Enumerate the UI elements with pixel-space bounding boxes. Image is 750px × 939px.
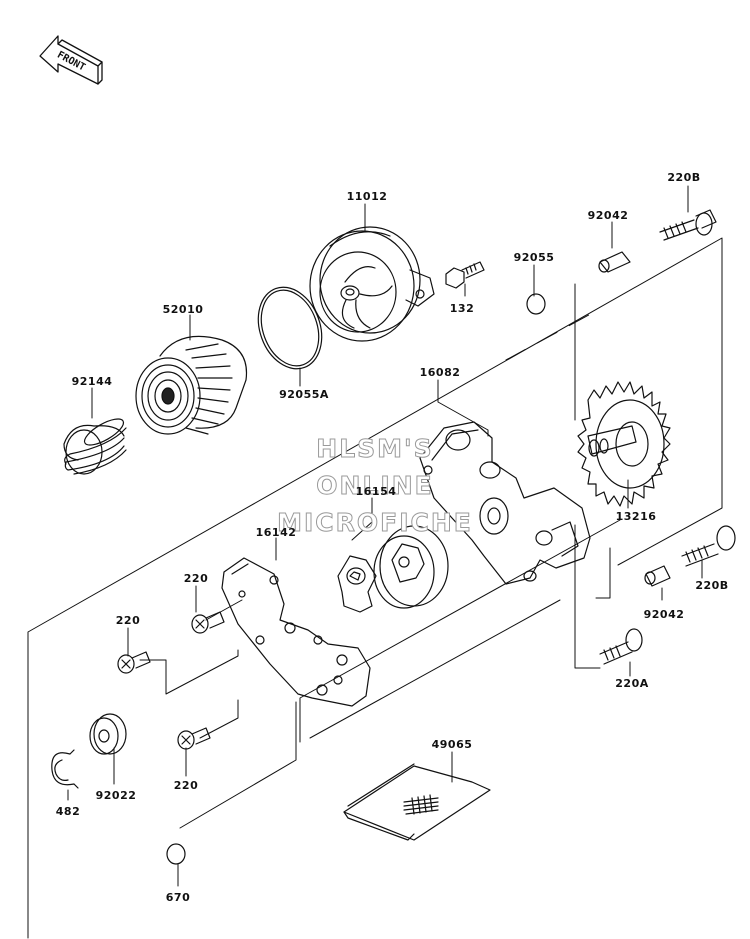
watermark-line-2: ONLINE: [316, 471, 434, 500]
part-label-670: 670: [165, 891, 191, 904]
part-label-220b-top: 220B: [667, 171, 701, 184]
part-label-92042-right: 92042: [643, 608, 685, 621]
screw-220-upper: [191, 611, 225, 634]
watermark-line-3: MICROFICHE: [277, 508, 473, 537]
bolt-220b-right: [681, 525, 736, 567]
pump-cover-11012: [309, 226, 435, 342]
part-label-132: 132: [449, 302, 475, 315]
part-label-92055: 92055: [513, 251, 555, 264]
part-label-220-middle: 220: [115, 614, 141, 627]
circlip-482: [51, 749, 79, 789]
screw-220-lower: [177, 727, 211, 750]
bolt-132: [445, 261, 485, 289]
screw-220-middle: [117, 651, 151, 674]
washer-92022: [89, 713, 127, 755]
part-label-16082: 16082: [419, 366, 461, 379]
part-label-92144: 92144: [71, 375, 113, 388]
watermark-line-1: HLSM'S: [316, 434, 434, 463]
part-label-92022: 92022: [95, 789, 137, 802]
part-label-220b-right: 220B: [695, 579, 729, 592]
gear-13216: [577, 381, 671, 507]
front-arrow-icon: [39, 35, 103, 85]
bolt-220a: [599, 628, 643, 665]
o-ring-670: [166, 843, 186, 865]
part-label-16142: 16142: [255, 526, 297, 539]
pump-body-16082: [419, 421, 591, 585]
part-label-52010: 52010: [162, 303, 204, 316]
dowel-pin-92042-top: [598, 251, 631, 273]
part-label-16154: 16154: [355, 485, 397, 498]
part-label-482: 482: [55, 805, 81, 818]
part-label-11012: 11012: [346, 190, 388, 203]
dowel-pin-92042-right: [644, 565, 671, 587]
outer-rotor-16154: [373, 525, 449, 609]
spring-92144: [63, 418, 127, 475]
oil-filter-52010: [135, 335, 248, 435]
part-label-92055a: 92055A: [279, 388, 329, 401]
part-label-220a: 220A: [615, 677, 649, 690]
assembly-frame-lines: [27, 237, 723, 939]
part-label-220-lower: 220: [173, 779, 199, 792]
leader-lines: [67, 185, 703, 887]
o-ring-92055a: [257, 286, 323, 370]
bolt-220b-top: [659, 209, 717, 241]
part-label-220-upper: 220: [183, 572, 209, 585]
strainer-49065: [343, 763, 491, 841]
gasket-plate-16142: [221, 557, 371, 707]
part-label-49065: 49065: [431, 738, 473, 751]
inner-rotor-16154: [337, 555, 377, 613]
part-label-13216: 13216: [615, 510, 657, 523]
part-label-92042-top: 92042: [587, 209, 629, 222]
o-ring-92055: [526, 293, 546, 315]
